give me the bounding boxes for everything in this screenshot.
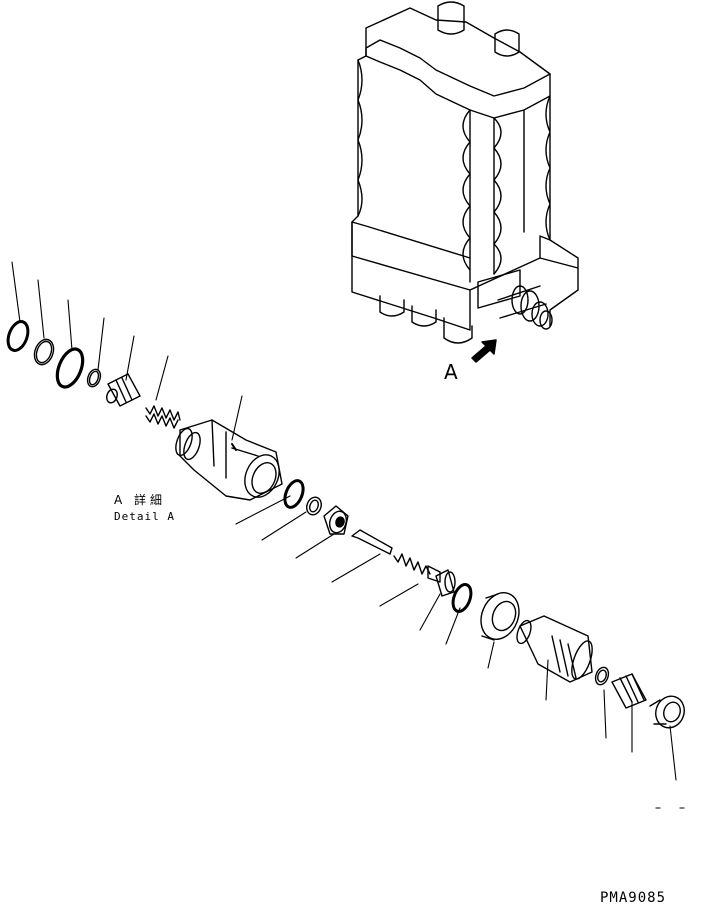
view-label: A bbox=[444, 360, 458, 384]
o-ring-large-icon bbox=[55, 347, 85, 389]
sleeve-icon bbox=[175, 419, 283, 501]
nut-icon bbox=[480, 592, 520, 641]
seat-icon bbox=[323, 505, 349, 535]
spring-icon bbox=[145, 405, 181, 429]
o-ring-3-icon bbox=[451, 583, 473, 613]
o-ring-4-icon bbox=[594, 666, 610, 686]
washer-icon bbox=[306, 496, 322, 516]
leader-lines bbox=[11, 261, 685, 809]
detail-title-en: Detail A bbox=[114, 510, 175, 523]
o-ring-icon bbox=[6, 320, 30, 352]
backup-ring-icon bbox=[33, 338, 55, 366]
plug-icon bbox=[435, 569, 456, 597]
cap-icon bbox=[649, 695, 685, 729]
valve-assembly-icon bbox=[351, 1, 579, 344]
pin-icon bbox=[351, 529, 393, 555]
small-ring-icon bbox=[86, 368, 102, 388]
cartridge-icon bbox=[516, 615, 593, 683]
poppet-icon bbox=[106, 373, 141, 407]
arrow-icon bbox=[471, 339, 497, 363]
screw-icon bbox=[611, 673, 647, 709]
o-ring-mid-icon bbox=[283, 479, 305, 509]
spring-2-icon bbox=[393, 553, 441, 583]
drawing-code: PMA9085 bbox=[600, 890, 667, 906]
detail-title-jp: A 詳細 bbox=[114, 493, 167, 507]
